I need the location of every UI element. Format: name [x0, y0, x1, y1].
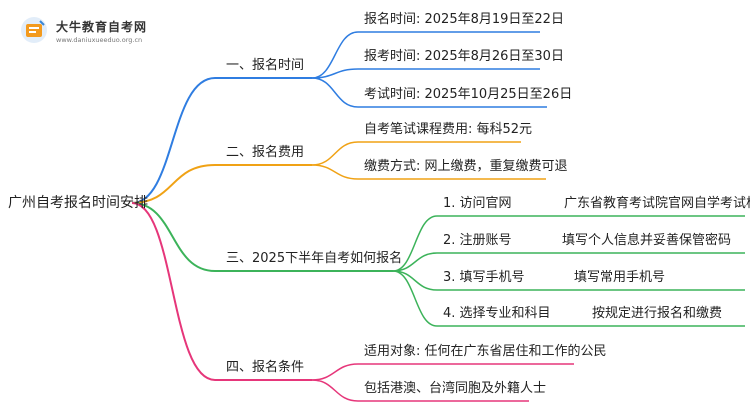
site-logo: 大牛教育自考网 www.daniuxueeduo.org.cn: [20, 12, 220, 52]
connector-b1-c3: [311, 77, 359, 108]
item-includes-hk-macao-tw: 包括港澳、台湾同胞及外籍人士: [364, 381, 547, 396]
book-icon: [21, 17, 47, 43]
branch-registration-time: 一、报名时间: [226, 58, 305, 73]
item-eligible-persons: 适用对象: 任何在广东省居住和工作的公民: [364, 344, 607, 359]
item-course-fee: 自考笔试课程费用: 每科52元: [364, 122, 533, 137]
branch-conditions: 四、报名条件: [226, 360, 305, 375]
item-exam-application-period: 报考时间: 2025年8月26日至30日: [364, 49, 564, 64]
connector-b1-c2: [311, 68, 359, 79]
item-registration-period: 报名时间: 2025年8月19日至22日: [364, 12, 564, 27]
step-choose-major: 4. 选择专业和科目: [443, 306, 551, 321]
step-register-account-detail: 填写个人信息并妥善保管密码: [562, 233, 732, 248]
logo-name: 大牛教育自考网: [56, 20, 148, 34]
connector-root-branch1: [131, 77, 216, 204]
step-fill-phone: 3. 填写手机号: [443, 270, 525, 285]
connector-b3-c1: [392, 215, 438, 272]
step-visit-website-detail: 广东省教育考试院官网自学考试栏目: [564, 196, 750, 211]
connector-b2-c1: [311, 141, 359, 166]
item-payment-method: 缴费方式: 网上缴费，重复缴费可退: [364, 159, 568, 174]
branch-registration-fee: 二、报名费用: [226, 145, 305, 160]
connector-root-branch4: [131, 202, 216, 381]
connector-b3-c2: [392, 252, 438, 272]
connector-b4-c2: [311, 379, 359, 402]
step-register-account: 2. 注册账号: [443, 233, 512, 248]
connector-b3-c4: [392, 270, 438, 327]
connector-b4-c1: [311, 363, 359, 381]
connector-root-branch2: [131, 164, 216, 204]
step-fill-phone-detail: 填写常用手机号: [574, 270, 666, 285]
step-visit-website: 1. 访问官网: [443, 196, 512, 211]
branch-how-to-register: 三、2025下半年自考如何报名: [226, 251, 403, 266]
logo-url: www.daniuxueeduo.org.cn: [56, 36, 143, 44]
connector-b1-c1: [311, 31, 359, 79]
connector-b3-c3: [392, 270, 438, 291]
connector-b2-c2: [311, 164, 359, 180]
item-exam-date: 考试时间: 2025年10月25日至26日: [364, 87, 573, 102]
step-choose-major-detail: 按规定进行报名和缴费: [592, 306, 723, 321]
root-node: 广州自考报名时间安排: [8, 195, 148, 211]
connector-root-branch3: [131, 202, 216, 272]
